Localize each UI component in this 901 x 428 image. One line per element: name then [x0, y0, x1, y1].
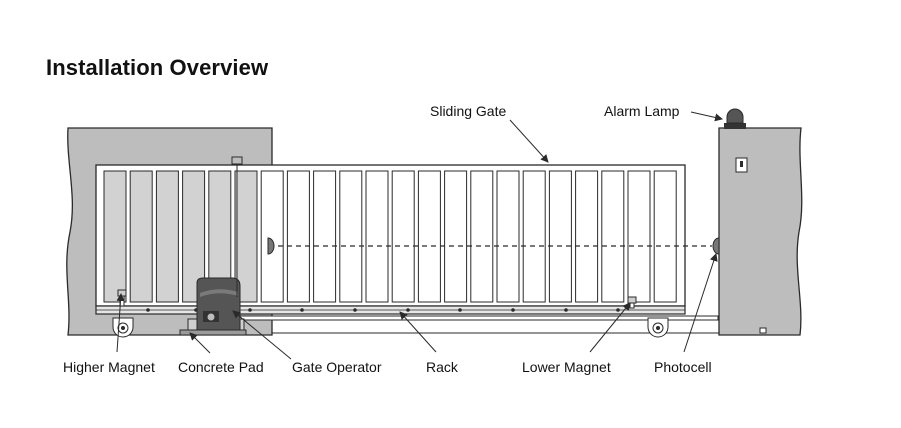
label-rack: Rack — [426, 359, 459, 375]
gate-slat — [260, 170, 284, 303]
gate-slat — [653, 170, 677, 303]
diagram-title: Installation Overview — [46, 55, 269, 80]
gate-wheel-left — [112, 317, 134, 338]
label-concrete-pad: Concrete Pad — [178, 359, 264, 375]
photocell-left — [267, 237, 275, 255]
gate-slat — [313, 170, 337, 303]
gate-wheel-right — [647, 317, 669, 338]
rack-bolt — [146, 308, 150, 312]
rack-bolt — [511, 308, 515, 312]
gate-slat — [417, 170, 441, 303]
label-photocell: Photocell — [654, 359, 712, 375]
gate-slat — [627, 170, 651, 303]
gate-slat — [391, 170, 415, 303]
gate-slat — [155, 170, 179, 303]
gate-slat — [444, 170, 468, 303]
gate-operator — [187, 277, 245, 331]
gate-slat — [601, 170, 625, 303]
gate-slat — [234, 170, 258, 303]
gate-slat — [339, 170, 363, 303]
alarm-lamp — [724, 108, 746, 129]
label-gate-operator: Gate Operator — [292, 359, 382, 375]
pillar-box — [759, 327, 767, 334]
leader-concrete-pad — [189, 332, 211, 354]
leader-lower-magnet — [589, 302, 631, 353]
gate-slat — [522, 170, 546, 303]
concrete-pad — [179, 329, 247, 336]
rack-bolt — [248, 308, 252, 312]
gate-slat — [496, 170, 520, 303]
limit-switch-post — [231, 156, 243, 297]
rack-bolt — [616, 308, 620, 312]
rack-bolts — [146, 308, 620, 312]
rack-bolt — [353, 308, 357, 312]
rack-bolt — [564, 308, 568, 312]
gate-slat — [575, 170, 599, 303]
gate-slat — [182, 170, 206, 303]
gate-slats — [103, 170, 677, 303]
gate-slat — [129, 170, 153, 303]
rack-bolt — [458, 308, 462, 312]
photocell-right — [712, 237, 720, 255]
key-switch — [735, 157, 748, 173]
label-lower-magnet: Lower Magnet — [522, 359, 611, 375]
leader-alarm-lamp — [690, 111, 723, 122]
label-sliding-gate: Sliding Gate — [430, 103, 506, 119]
leader-sliding-gate — [509, 119, 549, 163]
right-pillar — [718, 127, 803, 336]
rack-bolt — [300, 308, 304, 312]
gate-slat — [286, 170, 310, 303]
ground-track — [239, 315, 719, 321]
gate-slat — [470, 170, 494, 303]
gate-slat — [103, 170, 127, 303]
leader-photocell — [683, 253, 718, 353]
leader-gate-operator — [232, 310, 292, 360]
leader-rack — [399, 311, 437, 353]
gate-slat — [365, 170, 389, 303]
label-higher-magnet: Higher Magnet — [63, 359, 155, 375]
leader-higher-magnet — [116, 293, 125, 353]
rack-bolt — [406, 308, 410, 312]
gate-slat — [548, 170, 572, 303]
label-alarm-lamp: Alarm Lamp — [604, 103, 680, 119]
